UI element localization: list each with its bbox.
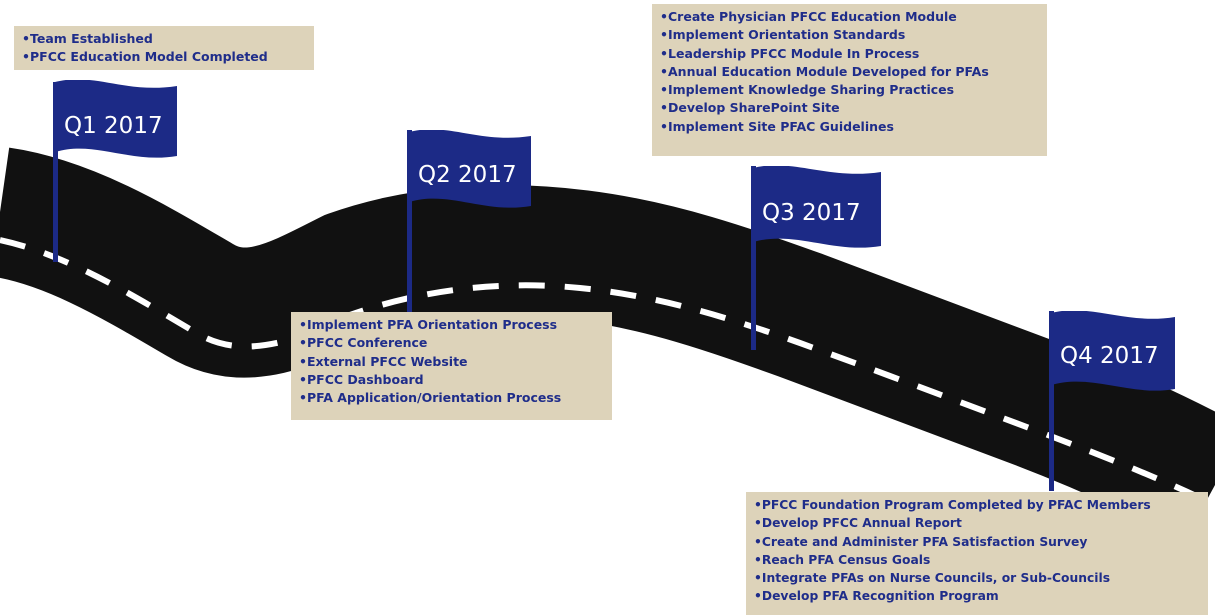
q4-notes: PFCC Foundation Program Completed by PFA… [746,492,1208,615]
q2-item: External PFCC Website [299,353,604,371]
q2-item: PFCC Conference [299,334,604,352]
q3-item: Create Physician PFCC Education Module [660,8,1039,26]
q1-notes: Team Established PFCC Education Model Co… [14,26,314,70]
q1-flag-pole [53,82,58,262]
q4-item: PFCC Foundation Program Completed by PFA… [754,496,1200,514]
q2-flag-pole [407,130,412,330]
q1-flag-icon [55,80,177,158]
q2-flag-icon [409,130,531,208]
q3-flag-pole [751,166,756,350]
q2-item: PFA Application/Orientation Process [299,389,604,407]
q2-notes: Implement PFA Orientation Process PFCC C… [291,312,612,420]
road-surface [0,147,1215,543]
q3-item: Annual Education Module Developed for PF… [660,63,1039,81]
road-center-dashes [0,237,1215,508]
q4-flag-icon [1051,311,1175,391]
q4-item: Create and Administer PFA Satisfaction S… [754,533,1200,551]
q3-item: Develop SharePoint Site [660,99,1039,117]
q4-item: Develop PFCC Annual Report [754,514,1200,532]
q3-item: Leadership PFCC Module In Process [660,45,1039,63]
q2-flag-label: Q2 2017 [418,162,517,188]
q3-item: Implement Knowledge Sharing Practices [660,81,1039,99]
q3-notes: Create Physician PFCC Education Module I… [652,4,1047,156]
q3-item: Implement Orientation Standards [660,26,1039,44]
q4-item: Develop PFA Recognition Program [754,587,1200,605]
q4-item: Reach PFA Census Goals [754,551,1200,569]
q4-flag-label: Q4 2017 [1060,343,1159,369]
q4-flag-pole [1049,311,1054,491]
q1-item: PFCC Education Model Completed [22,48,306,66]
q1-item: Team Established [22,30,306,48]
q3-flag-icon [753,166,881,248]
q2-item: PFCC Dashboard [299,371,604,389]
q4-item: Integrate PFAs on Nurse Councils, or Sub… [754,569,1200,587]
q1-flag-label: Q1 2017 [64,113,163,139]
q3-flag-label: Q3 2017 [762,200,861,226]
q3-item: Implement Site PFAC Guidelines [660,118,1039,136]
q2-item: Implement PFA Orientation Process [299,316,604,334]
